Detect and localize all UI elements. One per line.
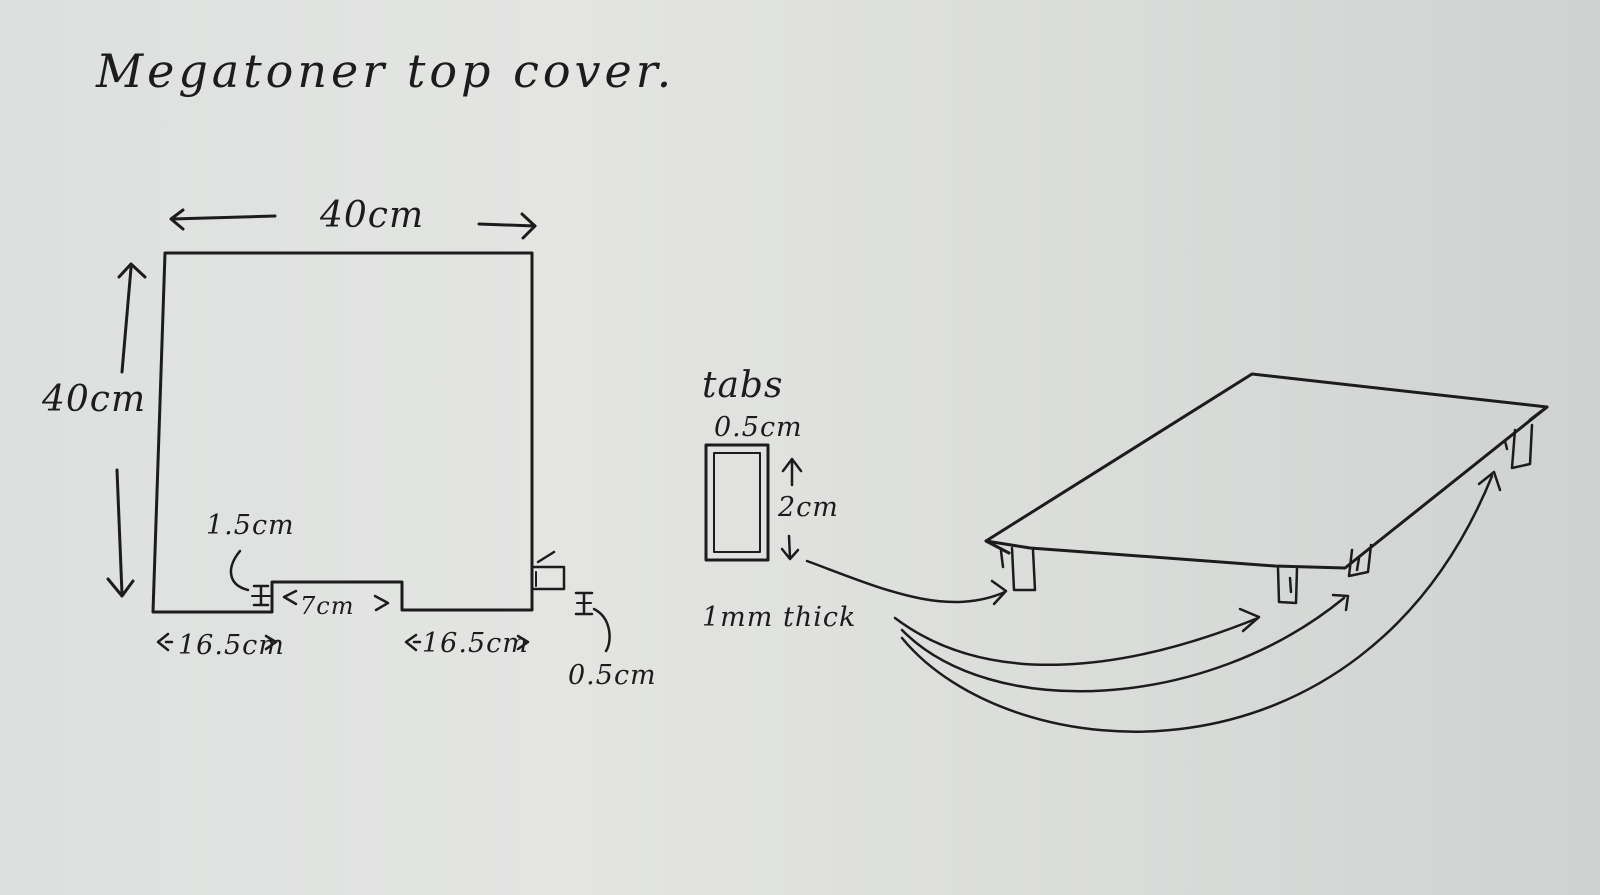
notch-depth-label: 1.5cm <box>206 510 295 541</box>
tab-height-label: 2cm <box>778 492 839 523</box>
segment-arrows <box>156 632 530 652</box>
tab-thickness-label: 1mm thick <box>702 602 857 633</box>
cover-plan-outline <box>151 251 534 614</box>
pointer-arrows <box>805 470 1502 733</box>
tab-width-label: 0.5cm <box>714 412 803 443</box>
left-segment-label: 16.5cm <box>178 630 285 661</box>
right-segment-label: 16.5cm <box>422 628 529 659</box>
tab-height-arrows <box>780 457 803 561</box>
perspective-tabs <box>999 423 1534 605</box>
plan-height-label: 40cm <box>42 379 147 420</box>
tab-offset-label: 0.5cm <box>568 660 657 691</box>
width-dimension-arrows <box>169 208 537 240</box>
height-dimension-arrows <box>106 262 147 598</box>
plan-width-label: 40cm <box>320 195 425 236</box>
tab-rectangle <box>704 443 770 562</box>
notch-depth-marker <box>229 549 271 607</box>
page-title: Megatoner top cover. <box>96 44 676 98</box>
notch-width-arrows <box>282 589 390 612</box>
notch-width-label: 7cm <box>300 592 355 620</box>
cover-perspective <box>984 372 1549 570</box>
side-tab-detail <box>530 550 611 653</box>
tabs-heading: tabs <box>702 365 784 406</box>
